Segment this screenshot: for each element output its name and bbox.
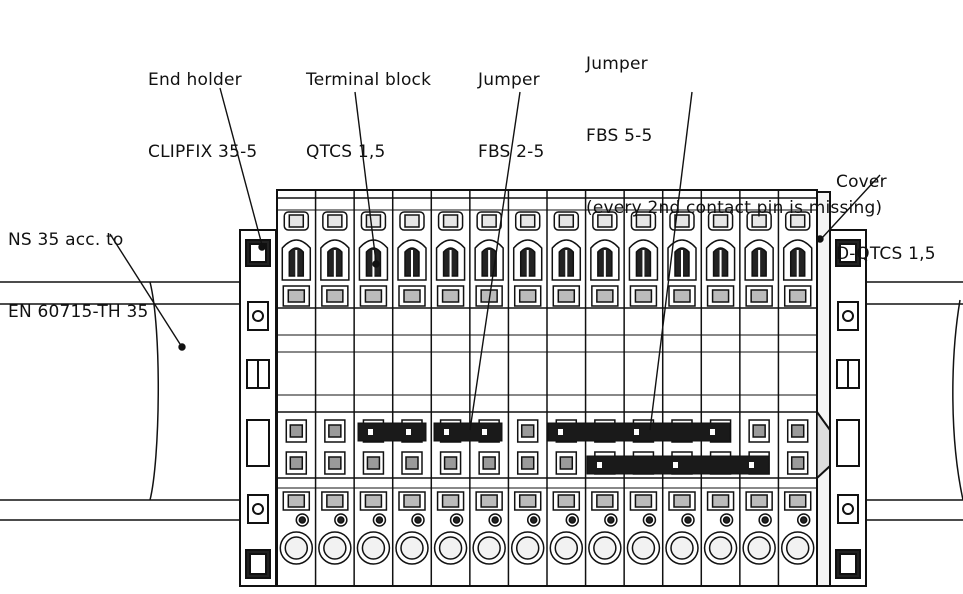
label-rail-line1: NS 35 acc. to (8, 230, 124, 250)
leader-cover (821, 174, 881, 239)
terminal-block (584, 190, 622, 586)
label-cover-line1: Cover (836, 172, 887, 192)
label-jumper-fbs55: Jumper FBS 5-5 (every 2nd contact pin is… (586, 4, 882, 268)
label-terminal-block: Terminal block QTCS 1,5 (306, 20, 431, 212)
terminal-block (353, 190, 391, 586)
leader-terminal-block (354, 91, 377, 263)
label-jumper-fbs25-line2: FBS 2-5 (478, 142, 545, 162)
label-jumper-fbs55-line3: (every 2nd contact pin is missing) (586, 198, 883, 218)
leader-jumper-fbs25 (469, 91, 521, 431)
label-end-holder-line2: CLIPFIX 35-5 (148, 142, 258, 162)
leader-end-holder (219, 87, 263, 246)
terminal-block (314, 190, 352, 586)
terminal-block (777, 190, 815, 586)
label-cover: Cover D-QTCS 1,5 (836, 122, 936, 314)
terminal-block (507, 190, 545, 586)
label-jumper-fbs25-line1: Jumper (478, 70, 540, 90)
leader-jumper-fbs55 (649, 91, 693, 431)
terminal-block (391, 190, 429, 586)
label-jumper-fbs55-line2: FBS 5-5 (586, 126, 653, 146)
label-jumper-fbs25: Jumper FBS 2-5 (478, 20, 545, 212)
din-rail (0, 281, 963, 521)
jumper-bar-2 (433, 422, 503, 442)
terminal-block (469, 190, 506, 586)
label-terminal-block-line1: Terminal block (306, 70, 432, 90)
end-holder-left (239, 229, 277, 587)
label-end-holder-line1: End holder (148, 70, 242, 90)
terminal-block (546, 190, 584, 586)
label-terminal-block-line2: QTCS 1,5 (306, 142, 386, 162)
leader-rail (109, 233, 181, 345)
label-jumper-fbs55-line1: Jumper (586, 54, 648, 74)
label-cover-line2: D-QTCS 1,5 (836, 244, 936, 264)
jumpers (357, 422, 770, 475)
terminal-block (276, 190, 314, 586)
jumper-bar-1 (357, 422, 427, 442)
end-holder-right (829, 229, 867, 587)
label-end-holder: End holder CLIPFIX 35-5 (148, 20, 257, 212)
label-rail-line2: EN 60715-TH 35 (8, 302, 149, 322)
label-rail: NS 35 acc. to EN 60715-TH 35 (8, 180, 149, 372)
leader-lines (109, 87, 881, 431)
terminal-block (430, 190, 468, 586)
